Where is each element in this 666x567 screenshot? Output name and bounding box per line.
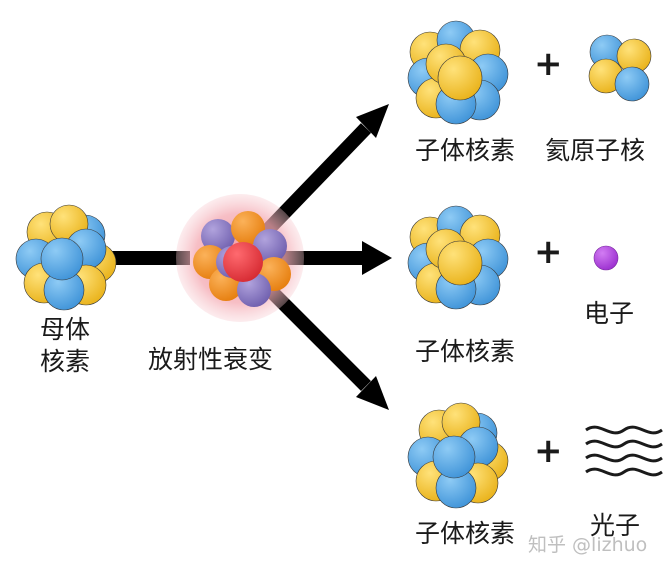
daughter-nucleus-bottom — [407, 402, 509, 509]
daughter-label-top: 子体核素 — [415, 136, 516, 165]
photon-label: 光子 — [590, 511, 641, 540]
electron-particle — [593, 245, 619, 271]
arrow-head-up — [356, 104, 389, 138]
daughter-label-bottom: 子体核素 — [415, 519, 516, 548]
helium-label: 氦原子核 — [545, 136, 646, 165]
parent-label-line1: 母体 — [40, 315, 91, 344]
helium-nucleus — [588, 34, 652, 102]
plus-sign-bottom: + — [534, 431, 563, 471]
photon-wave-icon — [585, 425, 663, 477]
decay-core — [223, 242, 263, 282]
decaying-nucleus — [176, 194, 304, 322]
arrow-head-down — [356, 376, 389, 410]
daughter-label-middle: 子体核素 — [415, 337, 516, 366]
arrow-head-middle — [362, 241, 392, 275]
parent-label-line2: 核素 — [40, 347, 91, 376]
parent-nucleus — [15, 204, 117, 311]
watermark: 知乎 @lizhuo — [528, 534, 648, 556]
plus-sign-top: + — [534, 44, 563, 84]
daughter-nucleus-middle — [407, 205, 509, 310]
plus-sign-middle: + — [534, 232, 563, 272]
daughter-nucleus-top — [407, 20, 509, 125]
decay-label: 放射性衰变 — [148, 345, 274, 374]
electron-label: 电子 — [584, 299, 635, 328]
